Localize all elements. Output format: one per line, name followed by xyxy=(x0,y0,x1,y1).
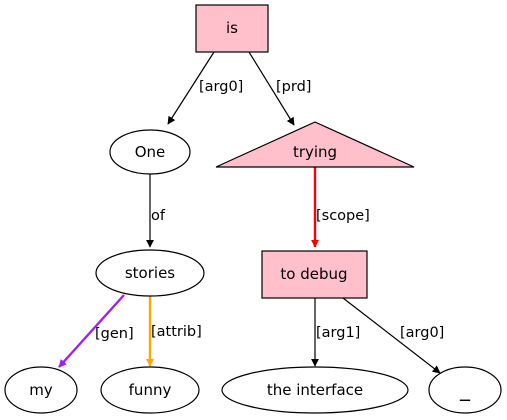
node-box xyxy=(261,250,368,299)
node-label: funny xyxy=(129,381,172,399)
edge-label-prd: [prd] xyxy=(276,79,311,95)
edge-label-arg1: [arg1] xyxy=(316,325,360,341)
node-label: the interface xyxy=(267,381,363,399)
node-blank: _ xyxy=(428,366,502,414)
node-trying: trying xyxy=(215,121,415,168)
edge-label-arg0: [arg0] xyxy=(400,325,444,341)
edge-label-scope: [scope] xyxy=(316,208,370,224)
node-ellipse xyxy=(100,366,200,414)
node-label: to debug xyxy=(280,265,347,283)
node-ellipse xyxy=(95,249,205,297)
edge-label-of: of xyxy=(151,208,166,224)
edge-line xyxy=(58,294,125,368)
node-triangle xyxy=(215,121,415,168)
edge-stories-my: [gen] xyxy=(58,294,134,368)
edge-to-debug-blank: [arg0] xyxy=(342,297,444,374)
node-label: is xyxy=(226,19,238,37)
node-ellipse xyxy=(428,366,502,414)
node-label: One xyxy=(135,143,166,161)
node-label: stories xyxy=(125,264,175,282)
node-is: is xyxy=(195,4,269,53)
edge-line xyxy=(167,51,215,125)
node-label: my xyxy=(29,381,53,399)
node-box xyxy=(195,4,269,53)
node-my: my xyxy=(4,366,78,414)
node-funny: funny xyxy=(100,366,200,414)
node-label: trying xyxy=(293,143,337,161)
node-to-debug: to debug xyxy=(261,250,368,299)
edge-is-trying: [prd] xyxy=(248,51,311,126)
edge-stories-funny: [attrib] xyxy=(146,296,202,367)
edge-is-one: [arg0] xyxy=(167,51,243,125)
edge-label-attrib: [attrib] xyxy=(151,324,202,340)
node-ellipse xyxy=(221,366,409,414)
edge-trying-to-debug: [scope] xyxy=(311,167,370,248)
node-one: One xyxy=(109,129,191,175)
node-ellipse xyxy=(109,129,191,175)
edge-label-gen: [gen] xyxy=(95,326,134,342)
node-the-interface: the interface xyxy=(221,366,409,414)
node-label: _ xyxy=(459,377,471,401)
node-ellipse xyxy=(4,366,78,414)
edge-line xyxy=(248,51,295,126)
edge-to-debug-the-interface: [arg1] xyxy=(311,298,360,367)
edge-line xyxy=(342,297,441,374)
edge-label-arg0: [arg0] xyxy=(199,79,243,95)
node-stories: stories xyxy=(95,249,205,297)
edge-one-stories: of xyxy=(146,174,166,248)
